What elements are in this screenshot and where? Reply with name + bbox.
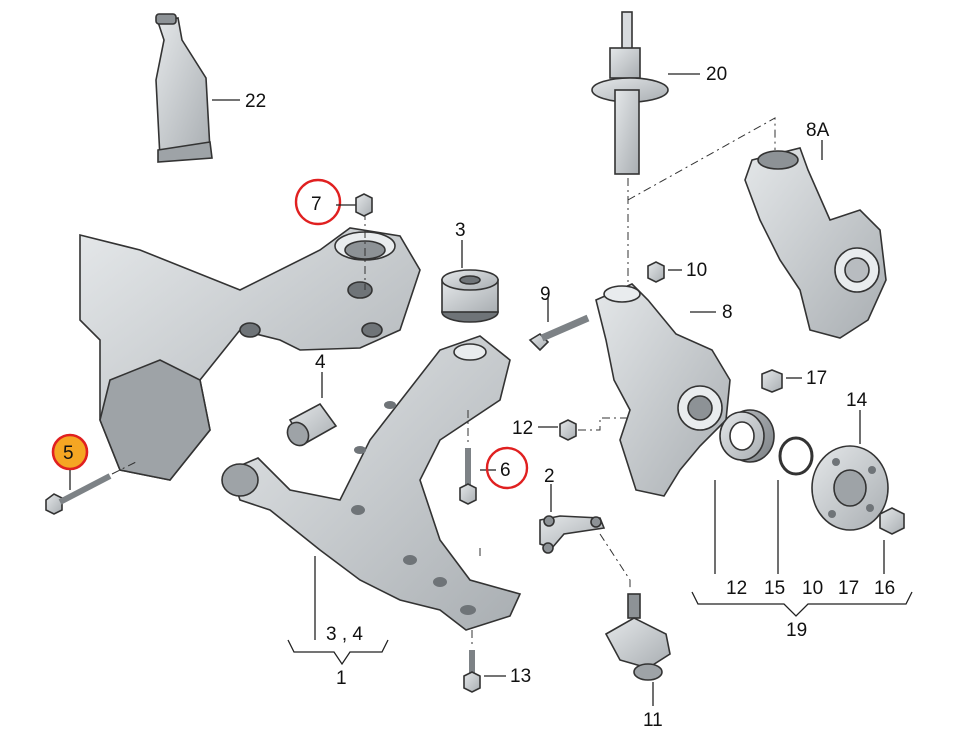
callout-8A: 8A <box>806 120 830 141</box>
bracket-part-2 <box>539 515 606 554</box>
group-19-12: 12 <box>726 578 747 599</box>
group-19-17: 17 <box>838 578 859 599</box>
callout-7: 7 <box>311 194 322 215</box>
wheel-bearing-housing-part-8A <box>744 147 887 339</box>
callout-17: 17 <box>806 368 827 389</box>
callout-12: 12 <box>512 418 533 439</box>
highlight-ring-7 <box>294 178 342 226</box>
bushing-part-4 <box>286 402 338 447</box>
highlight-ring-5 <box>51 433 89 471</box>
bolt-part-13 <box>463 650 481 693</box>
callout-8: 8 <box>722 302 733 323</box>
grease-tube-part-22 <box>155 13 213 163</box>
steering-knuckle-part-8 <box>595 283 731 497</box>
nut-part-7 <box>355 193 373 217</box>
wheel-hub-part-14 <box>811 445 889 531</box>
wheel-bearing-part-12 <box>719 409 775 463</box>
callout-4: 4 <box>315 352 326 373</box>
callout-19: 19 <box>786 620 807 641</box>
group-19-10: 10 <box>802 578 823 599</box>
callout-13: 13 <box>510 666 531 687</box>
callout-14: 14 <box>846 390 868 411</box>
callout-3: 3 <box>455 220 466 241</box>
bolt-part-5 <box>45 473 112 515</box>
callout-2: 2 <box>544 466 555 487</box>
nut-part-12 <box>559 419 577 441</box>
nut-part-10 <box>647 261 665 283</box>
callout-22: 22 <box>245 91 266 112</box>
bolt-part-6 <box>459 448 477 505</box>
ball-joint-part-11 <box>604 593 671 681</box>
group-19-16: 16 <box>874 578 895 599</box>
bushing-part-3 <box>441 269 499 323</box>
callout-11: 11 <box>643 710 663 731</box>
bracket-group-1 <box>287 639 389 666</box>
highlight-ring-6 <box>485 446 529 490</box>
callout-9: 9 <box>540 284 551 305</box>
subframe <box>79 227 421 481</box>
circlip-part-15 <box>778 436 814 476</box>
callout-1: 1 <box>336 668 347 689</box>
hub-nut-part-16 <box>879 507 905 535</box>
callout-6: 6 <box>500 460 511 481</box>
group-19-15: 15 <box>764 578 785 599</box>
callout-10: 10 <box>686 260 707 281</box>
strut-part-20 <box>591 11 669 175</box>
group-1-3-4: 3 , 4 <box>326 624 363 645</box>
control-arm-part-1 <box>221 335 522 631</box>
bolt-part-9 <box>528 314 590 352</box>
callout-20: 20 <box>706 64 727 85</box>
nut-part-17 <box>761 369 783 393</box>
bracket-group-19 <box>691 591 913 617</box>
callout-5: 5 <box>63 443 74 464</box>
